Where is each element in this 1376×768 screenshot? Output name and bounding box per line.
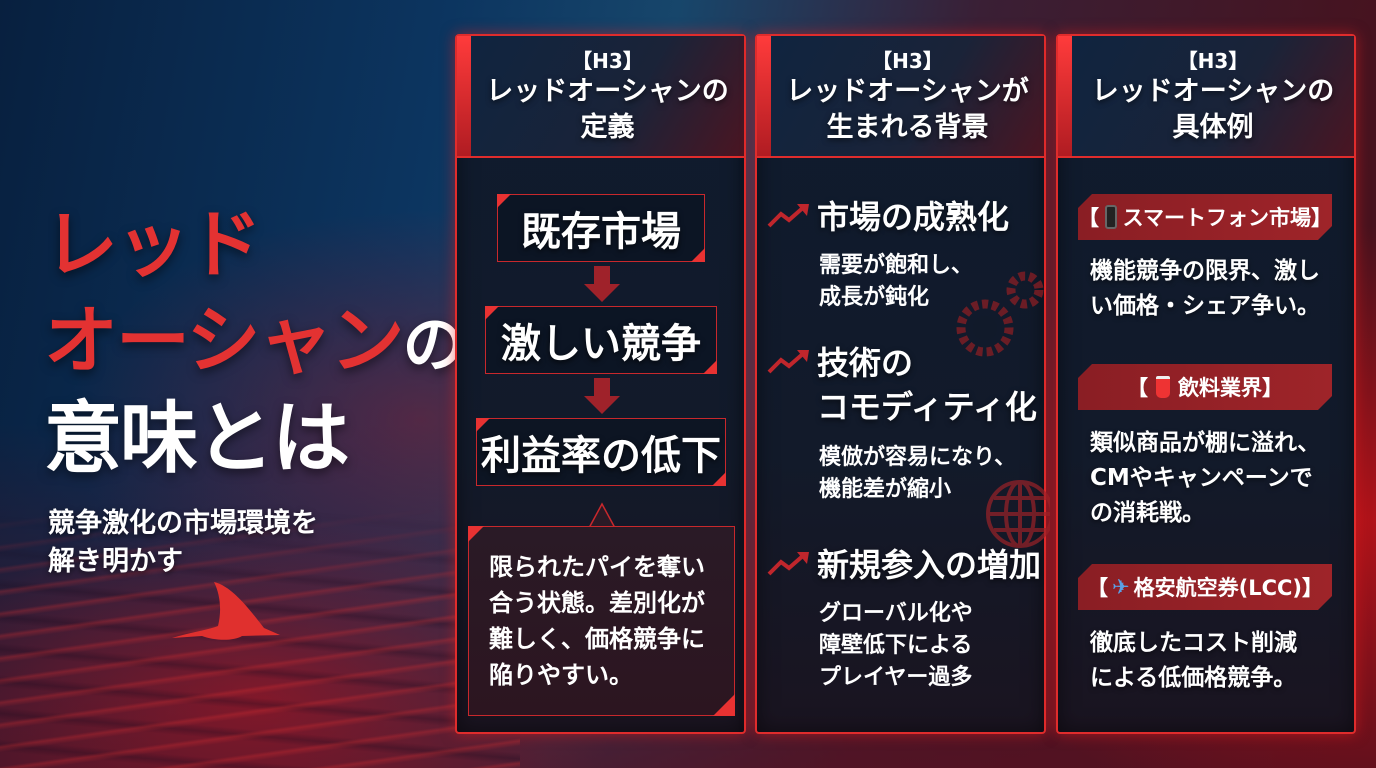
heading-tag: 【H3】 xyxy=(572,49,643,73)
bracket-open: 【 xyxy=(1127,376,1148,400)
hero-title-red-word: オーシャン xyxy=(44,298,405,384)
gears-icon xyxy=(956,271,1044,357)
drink-cup-icon xyxy=(1156,376,1170,398)
item-desc-line: 機能差が縮小 xyxy=(819,477,952,502)
example-label-beverage: 【 飲料業界】 xyxy=(1078,364,1332,410)
example-desc-line: 徹底したコスト削減 xyxy=(1090,630,1297,656)
panel-header: 【H3】 レッドオーシャンの 定義 xyxy=(457,36,744,158)
panel-header: 【H3】 レッドオーシャンが 生まれる背景 xyxy=(757,36,1044,158)
trend-up-icon xyxy=(767,552,809,576)
callout-line: 限られたパイを奪い xyxy=(489,553,705,581)
bracket-open: 【 xyxy=(1078,206,1099,230)
hero-title: レッド オーシャンの 意味とは xyxy=(44,202,465,484)
panel-title-line-2: 具体例 xyxy=(1172,112,1254,143)
globe-icon xyxy=(986,480,1050,548)
hero-subtitle-line-1: 競争激化の市場環境を xyxy=(48,508,318,539)
panel-title-line-2: 生まれる背景 xyxy=(826,112,989,143)
example-label-text: 飲料業界】 xyxy=(1178,376,1283,400)
example-desc-line: 機能競争の限界、激し xyxy=(1090,258,1320,284)
ocean-waves-background xyxy=(0,508,520,768)
example-label-lcc: 【 ✈ 格安航空券(LCC)】 xyxy=(1078,564,1332,610)
hero-subtitle: 競争激化の市場環境を 解き明かす xyxy=(48,505,318,581)
callout-line: 難しく、価格競争に xyxy=(489,625,705,653)
example-label-text: 格安航空券(LCC)】 xyxy=(1133,576,1323,600)
shark-fin-icon xyxy=(172,582,280,640)
trend-up-icon xyxy=(767,350,809,374)
callout-line: 合う状態。差別化が xyxy=(489,589,705,617)
heading-tag: 【H3】 xyxy=(872,49,943,73)
heading-tag: 【H3】 xyxy=(1177,49,1249,73)
panel-title-line-1: レッドオーシャンの xyxy=(486,76,729,107)
arrow-down-icon xyxy=(584,378,620,414)
item-desc-line: 模倣が容易になり、 xyxy=(819,445,1017,470)
item-desc-line: 障壁低下による xyxy=(819,633,973,658)
example-desc-line: の消耗戦。 xyxy=(1090,500,1205,526)
example-label-text: スマートフォン市場】 xyxy=(1122,206,1332,230)
item-desc-line: プレイヤー過多 xyxy=(819,665,973,690)
background-panel: 【H3】 レッドオーシャンが 生まれる背景 市場の成熟化 需要が飽和し、 成長が… xyxy=(755,34,1050,734)
hero-title-line-1: レッド xyxy=(44,202,262,288)
definition-callout: 限られたパイを奪い 合う状態。差別化が 難しく、価格競争に 陥りやすい。 xyxy=(468,526,735,716)
hero-title-line-3: 意味とは xyxy=(44,394,350,484)
panel-title-line-2: 定義 xyxy=(580,112,635,143)
hero-title-line-2: オーシャンの xyxy=(44,304,465,381)
trend-up-icon xyxy=(767,204,809,228)
hero-subtitle-line-2: 解き明かす xyxy=(48,546,183,577)
example-desc-line: CMやキャンペーンで xyxy=(1090,465,1313,491)
item-desc-line: 需要が飽和し、 xyxy=(819,253,974,278)
item-desc-line: 成長が鈍化 xyxy=(819,285,930,310)
callout-line: 陥りやすい。 xyxy=(489,661,633,689)
flow-step-existing-market: 既存市場 xyxy=(497,194,705,262)
item-heading: コモディティ化 xyxy=(817,388,1037,426)
item-heading: 市場の成熟化 xyxy=(817,198,1010,236)
definition-panel: 【H3】 レッドオーシャンの 定義 既存市場 激しい競争 利益率の低下 限られた… xyxy=(455,34,746,734)
airplane-icon: ✈ xyxy=(1111,575,1130,599)
panel-header: 【H3】 レッドオーシャンの 具体例 xyxy=(1058,36,1354,158)
arrow-down-icon xyxy=(584,266,620,302)
smartphone-icon xyxy=(1105,205,1117,229)
hero-title-particle: の xyxy=(402,308,465,381)
flow-step-profit-decline: 利益率の低下 xyxy=(476,418,726,486)
flow-step-fierce-competition: 激しい競争 xyxy=(485,306,717,374)
panel-title-line-1: レッドオーシャンの xyxy=(1091,76,1335,107)
callout-pointer xyxy=(589,502,615,528)
examples-panel: 【H3】 レッドオーシャンの 具体例 【 スマートフォン市場】 機能競争の限界、… xyxy=(1056,34,1356,734)
item-heading: 新規参入の増加 xyxy=(817,546,1042,584)
example-desc-line: による低価格競争。 xyxy=(1090,665,1297,691)
example-desc-line: 類似商品が棚に溢れ、 xyxy=(1090,430,1321,456)
example-label-smartphone: 【 スマートフォン市場】 xyxy=(1078,194,1332,240)
item-desc-line: グローバル化や xyxy=(819,601,973,626)
item-heading: 技術の xyxy=(817,344,914,382)
example-desc-line: い価格・シェア争い。 xyxy=(1090,293,1320,319)
panel-title-line-1: レッドオーシャンが xyxy=(786,76,1029,107)
bracket-open: 【 xyxy=(1086,576,1108,600)
